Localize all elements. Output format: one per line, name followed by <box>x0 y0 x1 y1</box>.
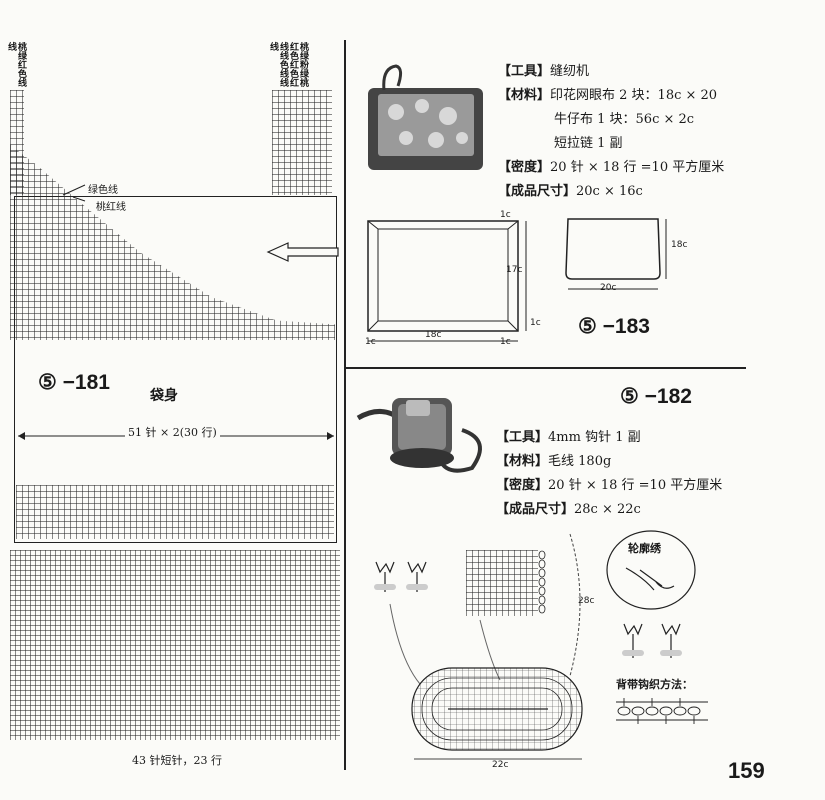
pattern-181-title: ⑤ −181 <box>38 371 110 394</box>
tulip-motifs-left <box>374 561 428 592</box>
arrow-left-icon <box>266 242 339 262</box>
stitch-border-col <box>538 550 546 614</box>
material-row-182: 【材料】毛线 180g <box>496 454 612 469</box>
width-note: 51 针 × 2(30 行) <box>125 424 220 440</box>
pattern-182-title: ⑤ −182 <box>620 385 692 408</box>
chart-strip-right <box>272 90 332 195</box>
spec-list-183: 【工具】缝纫机 【材料】印花网眼布 2 块：18c × 20 牛仔布 1 块：5… <box>498 60 798 204</box>
chart-bottom-grid <box>10 550 340 740</box>
spec-list-182: 【工具】4mm 钩针 1 副 【材料】毛线 180g 【密度】20 针 × 18… <box>496 426 796 522</box>
size-row-182: 【成品尺寸】28c × 22c <box>496 502 641 517</box>
vertical-divider <box>344 40 346 770</box>
horizontal-divider <box>346 367 746 369</box>
pouch-photo <box>368 64 483 170</box>
bag-body-label: 袋身 <box>150 388 178 404</box>
dimension-arc-28c <box>569 533 581 677</box>
panel-diagram-large <box>367 220 519 332</box>
density-row-183: 【密度】20 针 × 18 行 =10 平方厘米 <box>498 160 725 175</box>
dim-1c-bottom-right: 1c <box>500 337 511 347</box>
chart-blank-band <box>16 340 334 485</box>
chart-frame <box>14 196 337 543</box>
annotation-lines <box>62 184 86 202</box>
dim-1c-bottom-left: 1c <box>365 337 376 347</box>
dim-20c: 20c <box>600 283 617 293</box>
outline-stitch-label: 轮廓绣 <box>628 542 661 555</box>
material-row-183-3: 短拉链 1 副 <box>554 136 623 151</box>
dim-18c-height: 18c <box>671 240 688 250</box>
density-row-182: 【密度】20 针 × 18 行 =10 平方厘米 <box>496 478 723 493</box>
bottom-note: 43 针短针，23 行 <box>132 754 222 767</box>
tool-row-182: 【工具】4mm 钩针 1 副 <box>496 430 641 445</box>
dim-line-22c <box>414 758 582 760</box>
embroidery-circle <box>606 530 696 610</box>
dim-22c: 22c <box>492 760 509 770</box>
page-number: 159 <box>728 758 765 783</box>
green-yarn-label: 绿色线 <box>88 185 118 196</box>
pink-yarn-label: 桃红线 <box>96 202 126 213</box>
strap-chart <box>616 698 708 724</box>
panel-dim-lines <box>368 221 527 342</box>
yarn-label-right: 桃绿粉绿桃红色红色红线线色线线线 <box>268 42 308 87</box>
dim-1c-right: 1c <box>530 318 541 328</box>
tulip-motifs-right <box>622 623 682 658</box>
material-row-183: 【材料】印花网眼布 2 块：18c × 20 <box>498 88 718 103</box>
pattern-183-title: ⑤ −183 <box>578 315 650 338</box>
strap-method-label: 背带钩织方法： <box>616 678 693 691</box>
size-row-183: 【成品尺寸】20c × 16c <box>498 184 643 199</box>
dim-1c-top: 1c <box>500 210 511 220</box>
oval-base-chart <box>411 667 583 751</box>
yarn-label-left: 桃绿红色线线 <box>6 42 26 87</box>
dim-17c: 17c <box>506 265 523 275</box>
dim-28c: 28c <box>578 596 595 606</box>
material-row-183-2: 牛仔布 1 块：56c × 2c <box>554 112 695 127</box>
crochet-bag-photo <box>356 398 482 473</box>
tool-row-183: 【工具】缝纫机 <box>498 64 590 79</box>
chart-lower-grid <box>16 485 334 539</box>
dim-18c-width: 18c <box>425 330 442 340</box>
bag-diagram-small <box>565 218 667 290</box>
stitch-chart-182 <box>466 550 538 616</box>
